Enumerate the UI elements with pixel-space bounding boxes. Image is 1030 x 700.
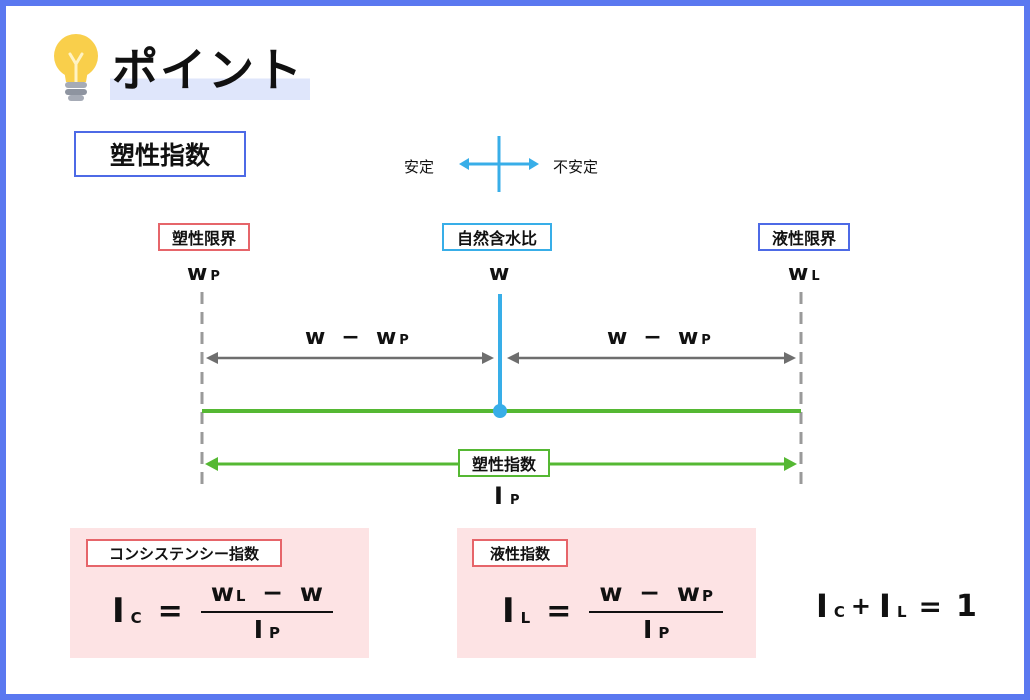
- right-range-sub: P: [701, 333, 711, 348]
- il-num-w2: w: [676, 578, 700, 607]
- rel-one: 1: [955, 588, 977, 624]
- rel-il-i: I: [879, 587, 891, 625]
- left-range-sub: P: [399, 333, 409, 348]
- rel-plus: +: [850, 592, 872, 620]
- natural-water-content-label: 自然含水比: [456, 229, 537, 248]
- ic-num-sub: L: [235, 587, 246, 605]
- plastic-limit-tag: 塑性限界: [158, 223, 250, 251]
- ic-i: I: [112, 591, 125, 631]
- il-num-sub: P: [701, 587, 713, 605]
- plasticity-index-arrowhead-end: [784, 457, 797, 471]
- subject-label: 塑性指数: [109, 141, 210, 170]
- left-range-w: w: [305, 325, 327, 350]
- left-range-w2: w: [375, 325, 398, 350]
- left-range-arrowhead-end: [482, 352, 494, 364]
- liquid-limit-tag: 液性限界: [758, 223, 850, 251]
- il-num-w: w: [599, 578, 623, 607]
- rel-ic-i: I: [816, 587, 828, 625]
- ip-sub: P: [509, 493, 520, 508]
- consistency-index-label: コンシステンシー指数: [108, 544, 259, 563]
- rel-equals: =: [918, 589, 942, 623]
- w-symbol: w: [489, 261, 510, 286]
- consistency-index-tag: コンシステンシー指数: [86, 539, 282, 567]
- il-equals: =: [546, 593, 572, 629]
- index-relation: I C + I L = 1: [816, 584, 977, 628]
- right-range-w: w: [607, 325, 629, 350]
- lightbulb-icon: [54, 34, 98, 101]
- ic-den-sub: P: [269, 624, 281, 642]
- w-w: w: [489, 261, 511, 286]
- ic-num-minus: −: [262, 578, 284, 607]
- plasticity-index-label: 塑性指数: [471, 455, 536, 474]
- il-sub: L: [520, 609, 531, 627]
- unstable-label: 不安定: [553, 158, 599, 176]
- il-num-minus: −: [639, 578, 661, 607]
- ic-sub: C: [130, 609, 142, 627]
- ic-equals: =: [157, 593, 183, 629]
- wp-sub: P: [210, 269, 220, 284]
- ic-num-w: w: [210, 578, 234, 607]
- natural-water-content-tag: 自然含水比: [442, 223, 552, 251]
- right-range-arrowhead-end: [784, 352, 796, 364]
- rel-ic-sub: C: [833, 603, 845, 621]
- liquidity-index-label: 液性指数: [489, 544, 550, 563]
- liquidity-index-tag: 液性指数: [472, 539, 568, 567]
- stability-arrow-icon: [459, 136, 539, 192]
- right-range-arrowhead-start: [507, 352, 519, 364]
- plasticity-index-arrowhead-start: [205, 457, 218, 471]
- wl-sub: L: [811, 269, 820, 284]
- page-title: ポイント: [110, 40, 310, 100]
- rel-il-sub: L: [896, 603, 907, 621]
- right-range-w2: w: [677, 325, 700, 350]
- ic-den-i: I: [253, 615, 264, 644]
- subject-box: 塑性指数: [74, 131, 246, 177]
- stable-label: 安定: [404, 158, 435, 176]
- left-range-arrowhead-start: [206, 352, 218, 364]
- il-den-i: I: [643, 615, 653, 644]
- ic-num-w2: w: [299, 578, 323, 607]
- plastic-limit-label: 塑性限界: [171, 229, 236, 248]
- liquid-limit-label: 液性限界: [771, 229, 836, 248]
- plasticity-index-tag: 塑性指数: [458, 449, 550, 477]
- natural-water-point: [493, 404, 507, 418]
- wp-w: w: [187, 261, 209, 286]
- il-den-sub: P: [658, 624, 670, 642]
- il-i: I: [502, 591, 515, 631]
- right-range-minus: −: [643, 325, 663, 350]
- ip-i: I: [494, 482, 504, 510]
- left-range-minus: −: [341, 325, 361, 350]
- wl-w: w: [788, 261, 810, 286]
